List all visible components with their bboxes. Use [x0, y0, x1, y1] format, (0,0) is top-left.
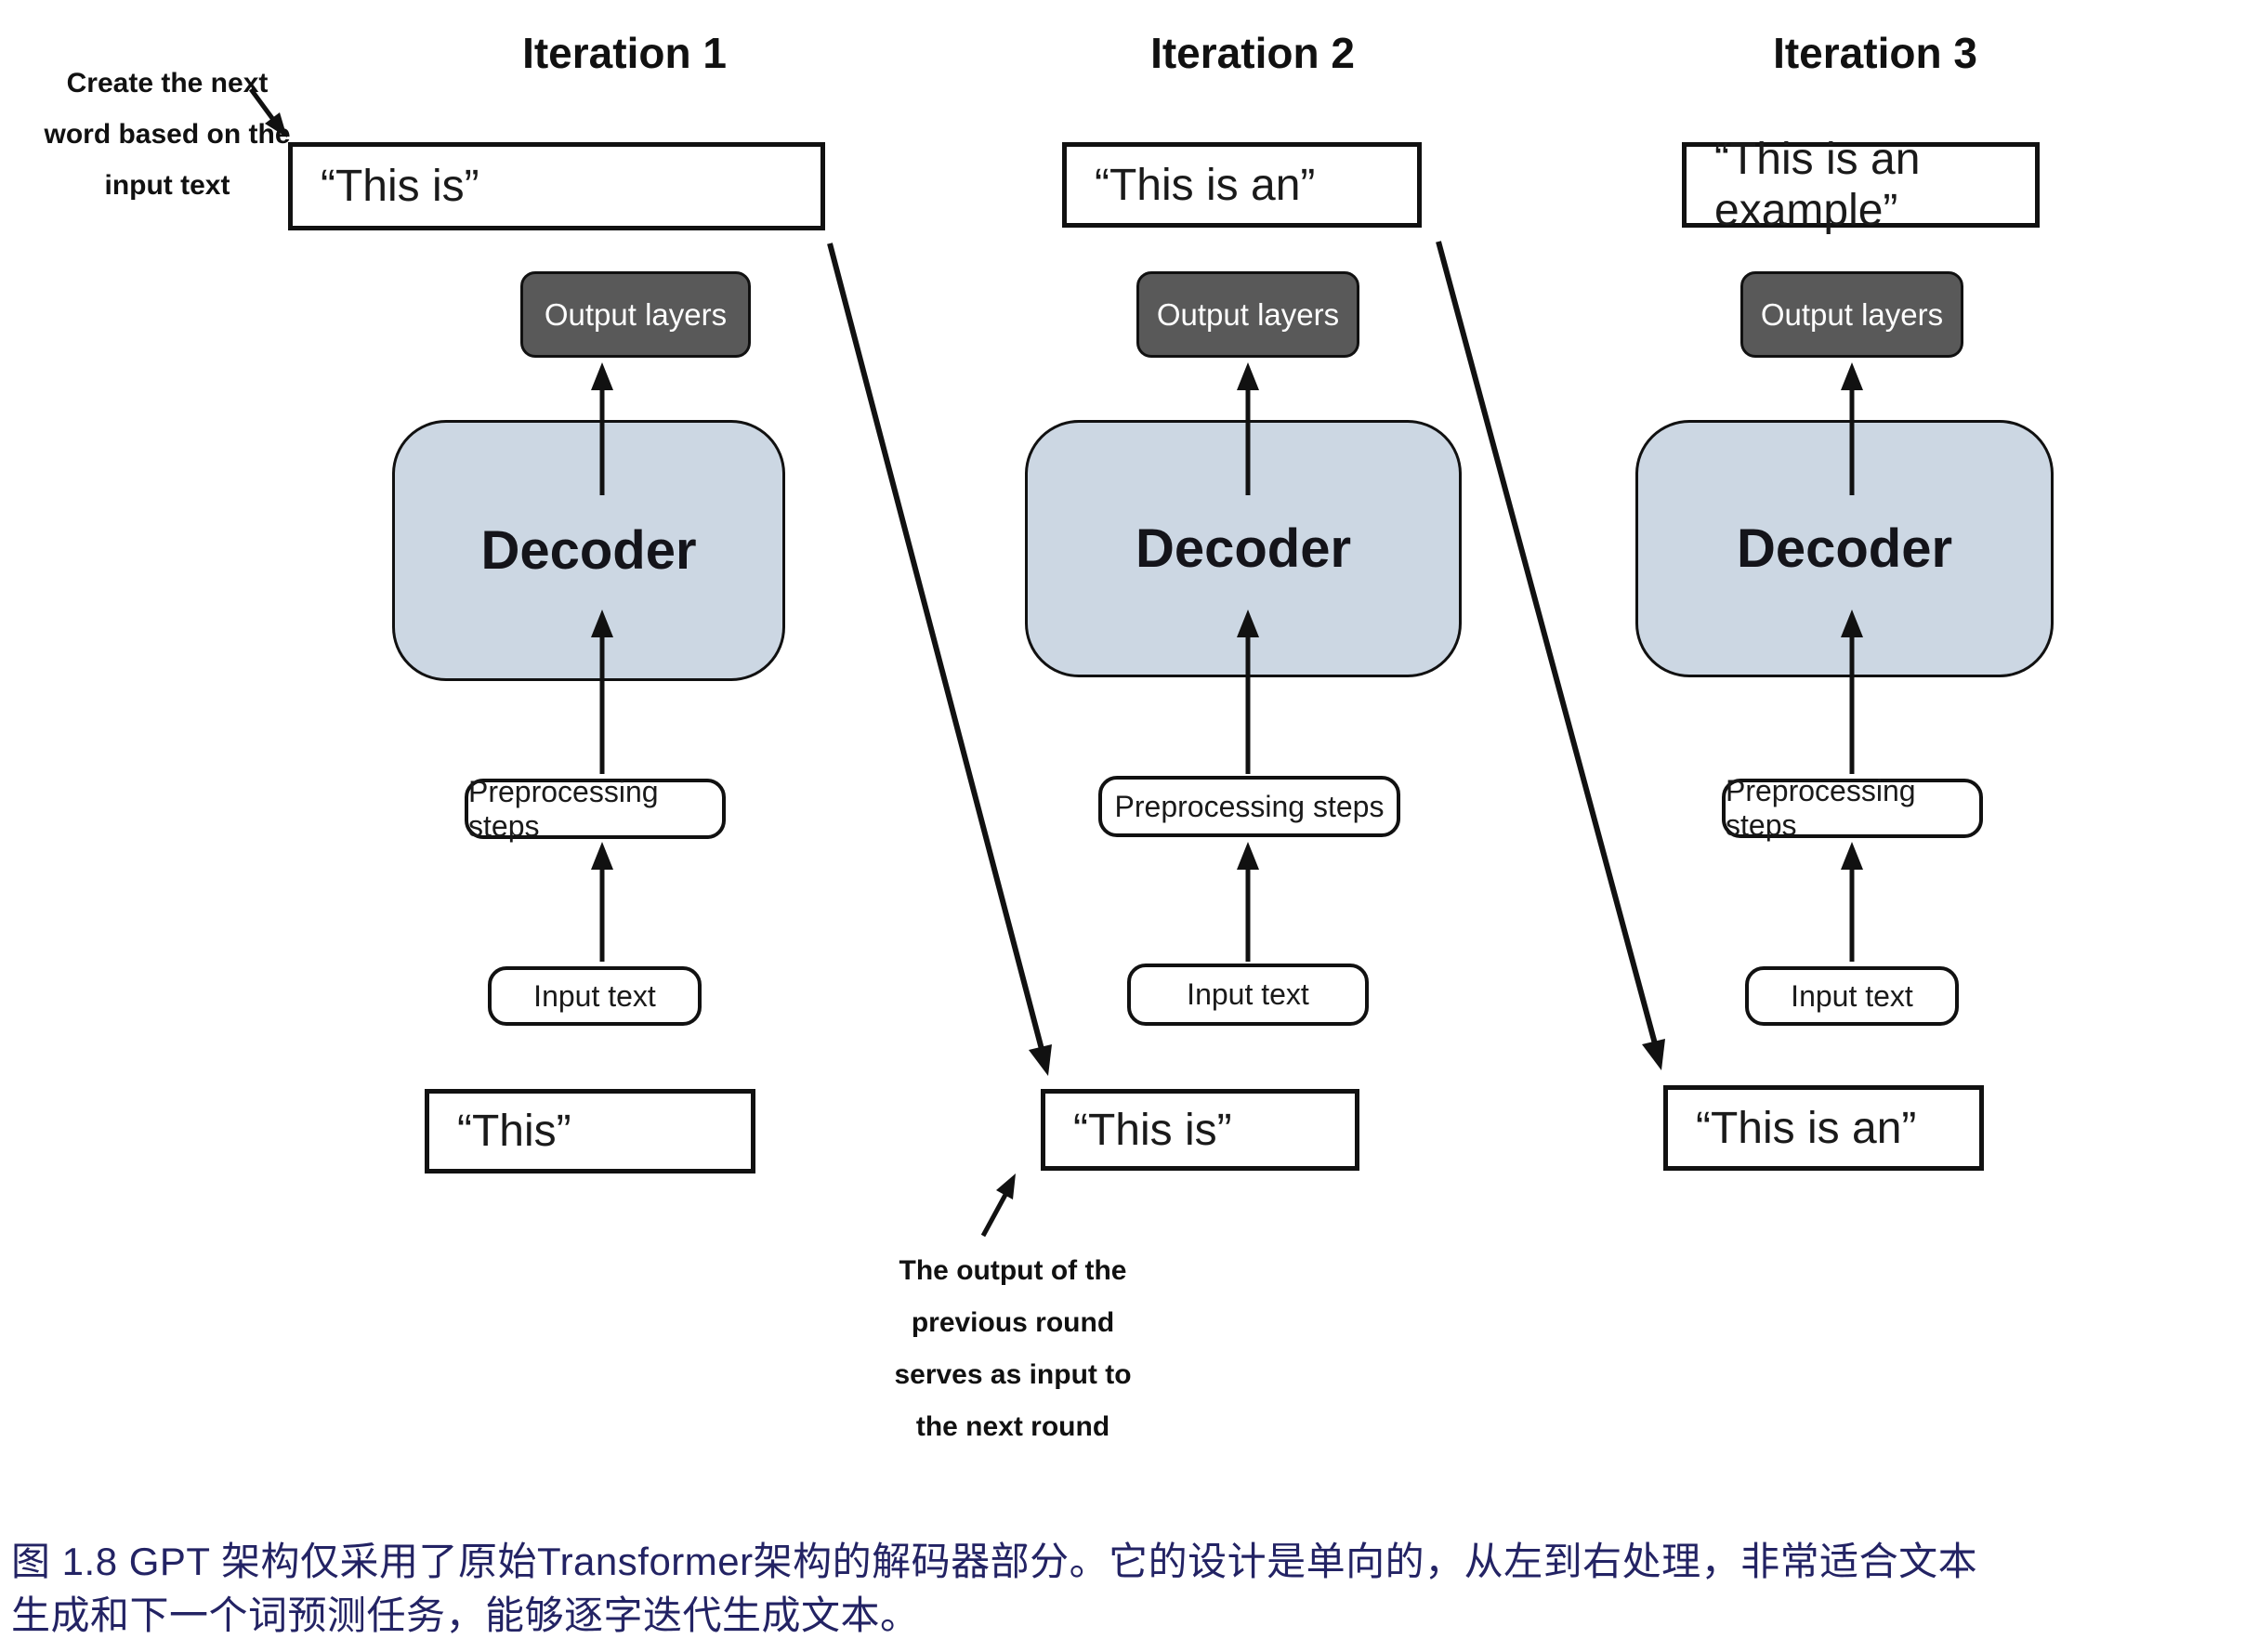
iteration-2-output-text-box: “This is an” — [1062, 142, 1422, 228]
annotation-output-serves-input: The output of the previous round serves … — [869, 1245, 1157, 1453]
iteration-2-decoder-box: Decoder — [1025, 420, 1462, 677]
iteration-1-input-prompt-box: “This” — [425, 1089, 755, 1173]
annotation-line: The output of the — [899, 1255, 1127, 1286]
caption-line-2: 生成和下一个词预测任务，能够逐字迭代生成文本。 — [11, 1593, 920, 1637]
iteration-3-input-prompt: “This is an” — [1696, 1103, 1917, 1153]
arrow-output1-to-input2 — [827, 243, 1045, 1054]
iteration-3-preprocessing-box: Preprocessing steps — [1722, 774, 1983, 842]
arrowhead-icon — [1841, 842, 1863, 870]
annotation-create-next-word: Create the next word based on the input … — [37, 58, 297, 211]
iteration-1-decoder-box: Decoder — [392, 420, 785, 681]
iteration-1-output-text-box: “This is” — [288, 142, 825, 230]
iteration-1-input-prompt: “This” — [457, 1107, 571, 1156]
annotation-line: word based on the — [44, 119, 291, 150]
iteration-3-title: Iteration 3 — [1773, 29, 1977, 77]
iteration-2-title: Iteration 2 — [1150, 29, 1355, 77]
arrowhead-icon — [996, 1173, 1016, 1200]
arrowhead-icon — [591, 842, 613, 870]
arrowhead-icon — [1237, 842, 1259, 870]
iteration-2-output-text: “This is an” — [1095, 160, 1316, 210]
iteration-1-title: Iteration 1 — [522, 29, 727, 77]
iteration-2-preprocessing-box: Preprocessing steps — [1098, 776, 1400, 837]
arrowhead-icon — [591, 362, 613, 390]
iteration-3-input-prompt-box: “This is an” — [1663, 1085, 1984, 1171]
annotation-line: input text — [104, 170, 230, 201]
iteration-3-output-text-box: “This is an example” — [1682, 135, 2040, 235]
iteration-1-preprocessing-box: Preprocessing steps — [465, 775, 726, 843]
iteration-2-input-text-box: Input text — [1127, 964, 1369, 1026]
iteration-1-output-text: “This is” — [321, 162, 479, 211]
annotation-line: previous round — [911, 1307, 1115, 1338]
iteration-2-input-prompt: “This is” — [1073, 1105, 1232, 1155]
arrowhead-icon — [1237, 362, 1259, 390]
iteration-2-input-prompt-box: “This is” — [1041, 1089, 1359, 1171]
annotation-bottom-arrow — [980, 1191, 1009, 1238]
iteration-3-output-text: “This is an example” — [1714, 135, 1921, 235]
arrow-output2-to-input3 — [1436, 241, 1659, 1048]
iteration-2-output-layers-box: Output layers — [1136, 271, 1359, 358]
arrowhead-icon — [1029, 1044, 1052, 1076]
annotation-line: serves as input to — [894, 1359, 1132, 1390]
iteration-3-decoder-box: Decoder — [1635, 420, 2054, 677]
figure-caption: 图 1.8 GPT 架构仅采用了原始Transformer架构的解码器部分。它的… — [11, 1535, 2246, 1643]
caption-line-1: 图 1.8 GPT 架构仅采用了原始Transformer架构的解码器部分。它的… — [11, 1540, 1978, 1583]
arrowhead-icon — [1841, 362, 1863, 390]
iteration-1-output-layers-box: Output layers — [520, 271, 751, 358]
arrowhead-icon — [1642, 1039, 1665, 1070]
annotation-line: the next round — [915, 1411, 1110, 1442]
iteration-3-output-layers-box: Output layers — [1740, 271, 1963, 358]
iteration-3-input-text-box: Input text — [1745, 966, 1959, 1026]
iteration-1-input-text-box: Input text — [488, 966, 702, 1026]
annotation-line: Create the next — [66, 68, 269, 98]
